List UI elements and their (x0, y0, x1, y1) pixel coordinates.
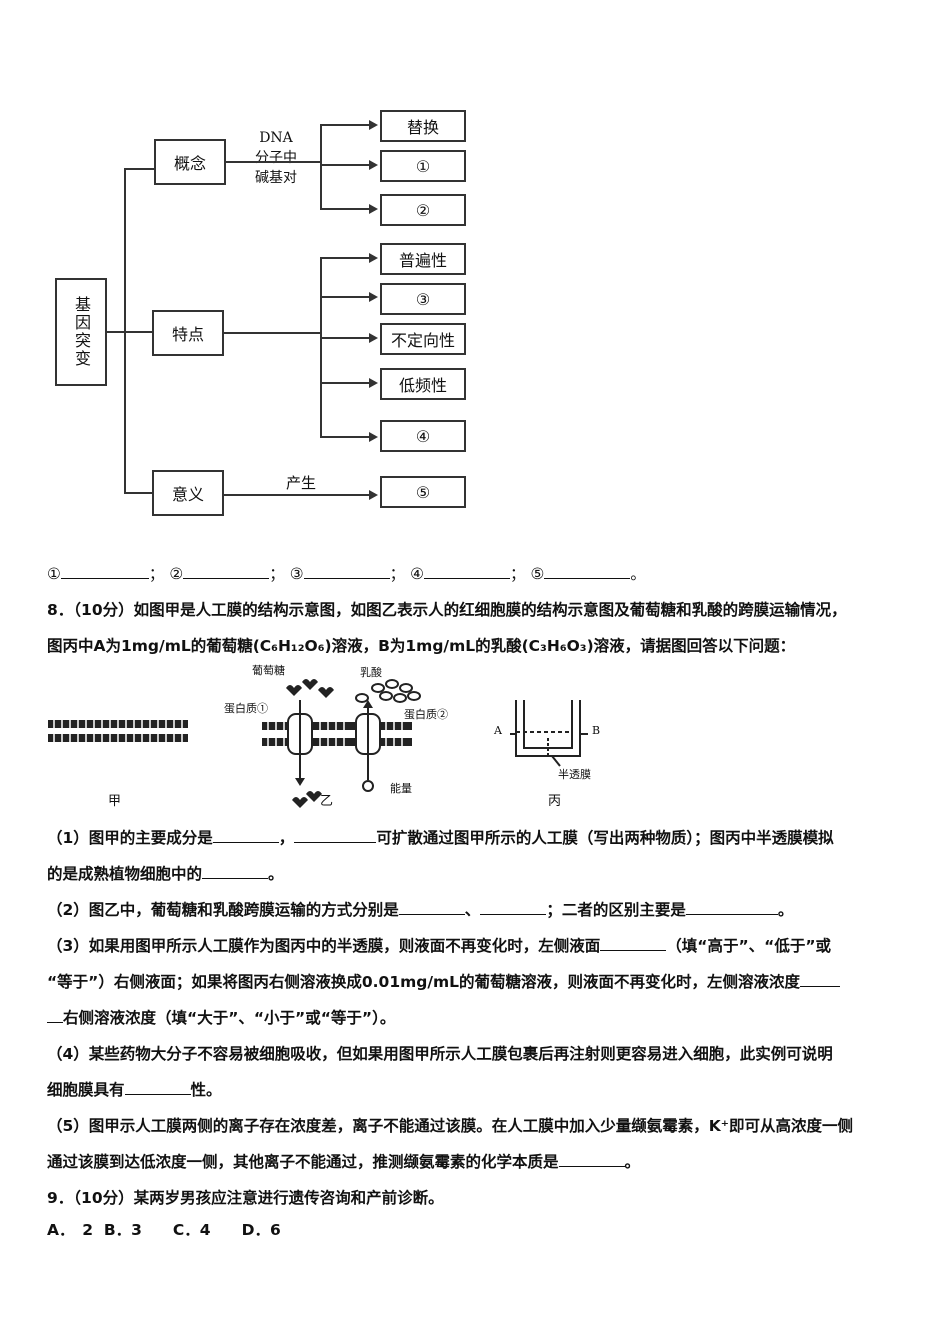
meaning-box: 意义 (152, 470, 224, 516)
label-bing: 丙 (548, 794, 562, 809)
q8-p1-line1: （1）图甲的主要成分是，可扩散通过图甲所示的人工膜（写出两种物质）；图丙中半透膜… (47, 828, 834, 847)
meaning-label: 意义 (171, 485, 204, 504)
q8-blank-1c[interactable] (202, 864, 269, 879)
q8-p3-line2: “等于”）右侧液面；如果将图丙右侧溶液换成0.01mg/mL的葡萄糖溶液，则液面… (47, 970, 841, 992)
label-yi: 乙 (320, 794, 334, 809)
label-glucose: 葡萄糖 (252, 664, 285, 677)
q8-blank-3c[interactable] (47, 1008, 63, 1023)
q8-p3-line3: 右侧溶液浓度（填“大于”、“小于”或“等于”）。 (47, 1006, 395, 1028)
label-membrane: 半透膜 (558, 768, 591, 781)
q8-blank-4[interactable] (124, 1080, 191, 1095)
feature-target-3: 不定向性 (380, 323, 466, 355)
q8-p1-line2: 的是成熟植物细胞中的。 (47, 864, 284, 883)
q7-answer-line: ①； ②； ③； ④； ⑤。 (47, 564, 646, 583)
label-jia: 甲 (108, 794, 122, 809)
q8-blank-3a[interactable] (600, 936, 667, 951)
blank-1[interactable] (60, 564, 149, 579)
concept-target-2: ① (380, 150, 466, 182)
figure-bing-utube (510, 700, 588, 767)
concept-label: 概念 (173, 154, 206, 173)
root-box: 基因突变 (55, 278, 107, 386)
q8-figures (48, 679, 588, 808)
feature-box: 特点 (152, 310, 224, 356)
meaning-note: 产生 (286, 474, 317, 492)
q8-p4-line1: （4）某些药物大分子不容易被细胞吸收，但如果用图甲所示人工膜包裹后再注射则更容易… (47, 1045, 833, 1063)
q8-blank-2c[interactable] (685, 900, 778, 915)
label-energy: 能量 (390, 782, 412, 795)
feature-target-1: 普遍性 (380, 243, 466, 275)
feature-target-5: ④ (380, 420, 466, 452)
q8-intro-1: 8．（10分）如图甲是人工膜的结构示意图，如图乙表示人的红细胞膜的结构示意图及葡… (47, 601, 847, 619)
root-label: 基因突变 (72, 296, 91, 368)
blank-4[interactable] (423, 564, 510, 579)
q8-p2: （2）图乙中，葡萄糖和乳酸跨膜运输的方式分别是、；二者的区别主要是。 (47, 900, 794, 919)
figure-jia-membrane (48, 720, 188, 742)
concept-note: DNA 分子中 碱基对 (255, 130, 297, 186)
blank-2[interactable] (183, 564, 270, 579)
q8-p5-line1: （5）图甲示人工膜两侧的离子存在浓度差，离子不能通过该膜。在人工膜中加入少量缬氨… (47, 1117, 853, 1135)
label-A: A (494, 724, 502, 737)
concept-box: 概念 (154, 139, 226, 185)
concept-target-1: 替换 (380, 110, 466, 142)
q8-p5-line2: 通过该膜到达低浓度一侧，其他离子不能通过，推测缬氨霉素的化学本质是。 (47, 1152, 641, 1171)
blank-5[interactable] (544, 564, 631, 579)
blank-3[interactable] (303, 564, 390, 579)
q8-p3-line1: （3）如果用图甲所示人工膜作为图丙中的半透膜，则液面不再变化时，左侧液面（填“高… (47, 936, 832, 955)
label-protein2: 蛋白质② (404, 708, 448, 721)
q8-blank-1b[interactable] (294, 828, 377, 843)
concept-target-3: ② (380, 194, 466, 226)
q8-intro-2: 图丙中A为1mg/mL的葡萄糖(C₆H₁₂O₆)溶液，B为1mg/mL的乳酸(C… (47, 637, 796, 655)
q9-options[interactable]: A． 2 B．3 C．4 D．6 (47, 1221, 281, 1239)
q9-stem: 9．（10分）某两岁男孩应注意进行遗传咨询和产前诊断。 (47, 1189, 444, 1207)
q8-blank-3b[interactable] (800, 972, 841, 987)
meaning-target: ⑤ (380, 476, 466, 508)
feature-target-2: ③ (380, 283, 466, 315)
label-protein1: 蛋白质① (224, 702, 268, 715)
feature-target-4: 低频性 (380, 368, 466, 400)
q8-blank-2b[interactable] (480, 900, 547, 915)
q8-p4-line2: 细胞膜具有性。 (47, 1080, 222, 1099)
feature-label: 特点 (171, 325, 204, 344)
figure-yi-membrane (262, 679, 421, 808)
label-B: B (592, 724, 601, 737)
q8-blank-5[interactable] (558, 1152, 625, 1167)
label-lactic: 乳酸 (360, 666, 382, 679)
q8-blank-2a[interactable] (398, 900, 465, 915)
q8-blank-1a[interactable] (212, 828, 279, 843)
